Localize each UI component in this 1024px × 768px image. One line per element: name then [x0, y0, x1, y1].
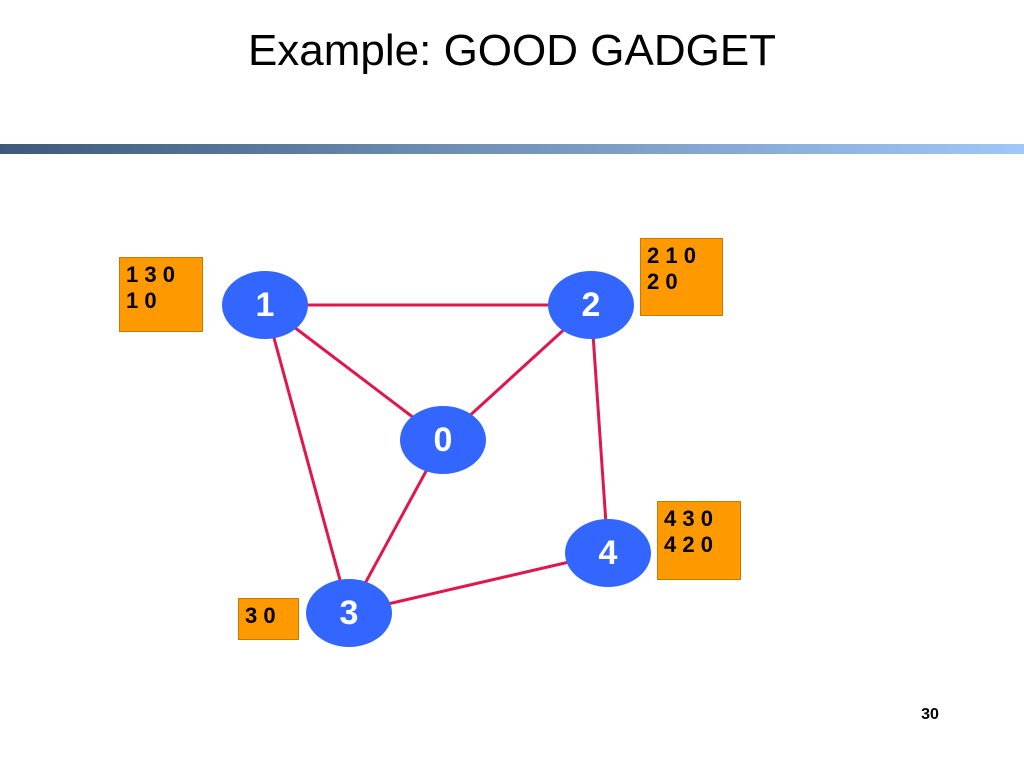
- node-label: 3: [340, 594, 359, 632]
- title-divider: [0, 144, 1024, 154]
- path-line: 2 1 0: [647, 243, 696, 268]
- node-label: 2: [582, 286, 601, 324]
- path-line: 2 0: [647, 269, 678, 294]
- path-line: 4 3 0: [664, 506, 713, 531]
- node-circle: [306, 579, 392, 647]
- node-0: 0: [400, 406, 486, 474]
- node-circle: [548, 271, 634, 339]
- path-box-node-3: 3 0: [238, 598, 299, 640]
- path-line: 1 0: [126, 288, 157, 313]
- path-line: 1 3 0: [126, 262, 175, 287]
- node-label: 4: [599, 534, 618, 572]
- nodes-group: 0 1 2 3 4: [222, 271, 651, 647]
- node-4: 4: [565, 519, 651, 587]
- path-line: 3 0: [245, 603, 276, 628]
- page-number: 30: [921, 706, 939, 723]
- edge-1-3: [263, 304, 351, 614]
- node-label: 1: [256, 286, 275, 324]
- node-3: 3: [306, 579, 392, 647]
- slide-title: Example: GOOD GADGET: [247, 26, 777, 75]
- node-label: 0: [434, 421, 453, 459]
- node-2: 2: [548, 271, 634, 339]
- path-line: 4 2 0: [664, 532, 713, 557]
- node-circle: [400, 406, 486, 474]
- node-1: 1: [222, 271, 308, 339]
- node-circle: [222, 271, 308, 339]
- edge-4-3: [348, 551, 609, 615]
- edge-2-4: [589, 304, 610, 554]
- node-circle: [565, 519, 651, 587]
